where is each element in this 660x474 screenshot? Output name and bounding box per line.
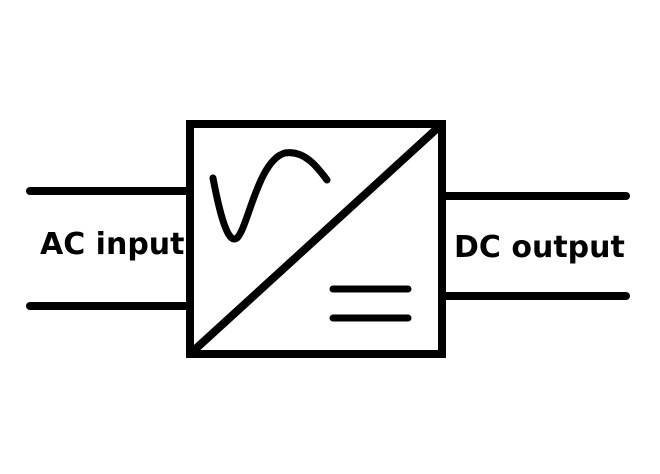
ac-input-wires (26, 187, 194, 310)
dc-equals-icon (329, 285, 412, 322)
dc-output-label: DC output (454, 230, 625, 265)
sine-wave-icon (209, 149, 331, 243)
ac-input-label: AC input (40, 227, 185, 262)
converter-block (186, 120, 446, 358)
converter-diagonal (186, 120, 446, 358)
dc-output-wires (438, 192, 630, 300)
